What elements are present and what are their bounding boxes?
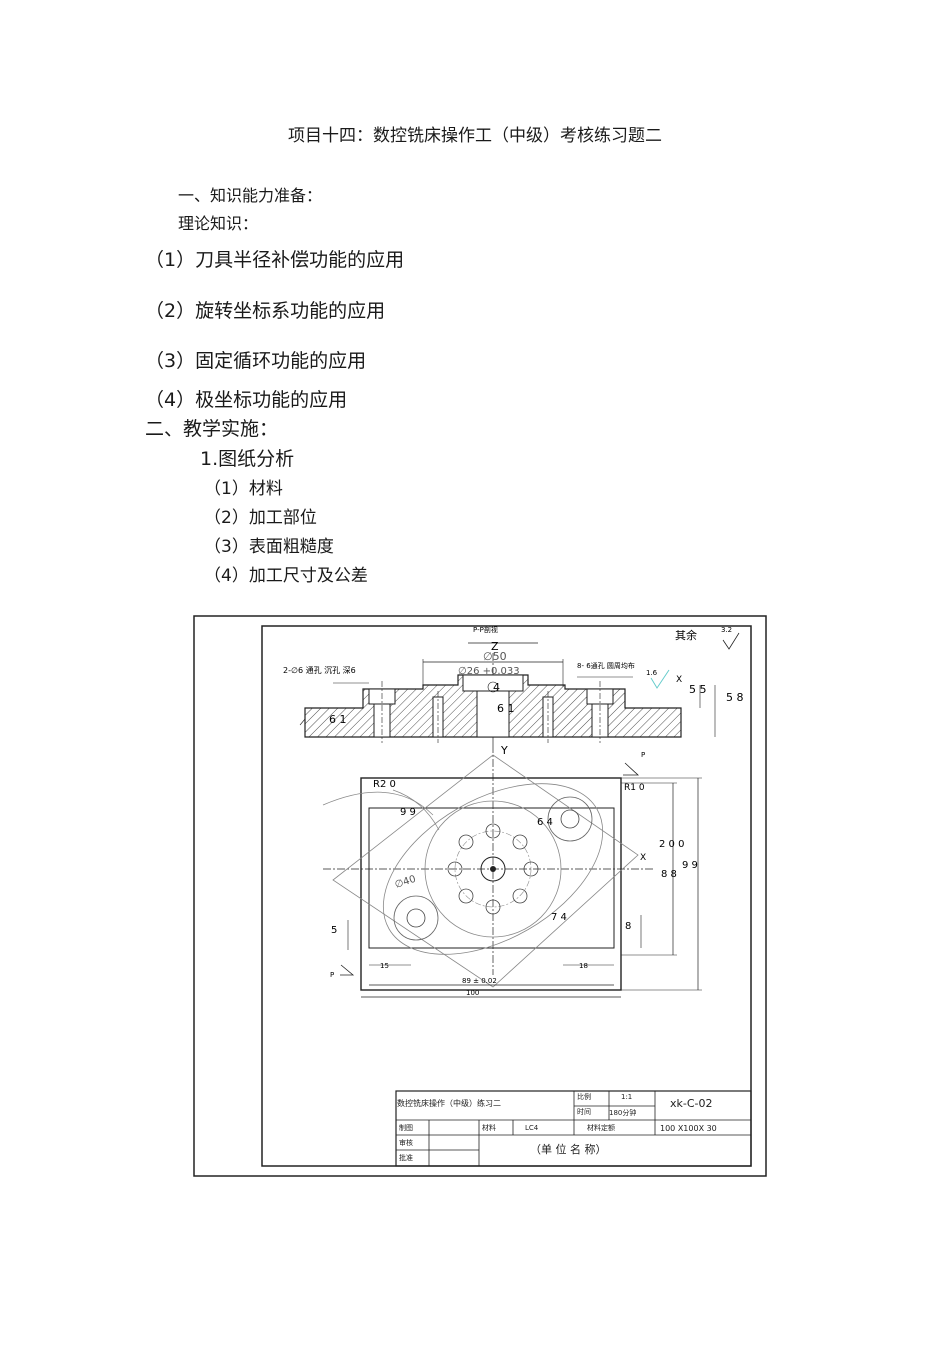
tb-name: 数控铣床操作（中级）练习二 [397,1098,501,1108]
topic-item: （3）固定循环功能的应用 [145,350,367,372]
dim-99: 9 9 [400,807,416,818]
analysis-item: （3）表面粗糙度 [204,537,334,557]
tb-time-label: 时间 [577,1107,591,1116]
hole-note: 8- 6通孔 圆周均布 [577,661,635,670]
analysis-item: （1）材料 [204,479,283,499]
engineering-drawing: P-P剖视 Z ∅50 ∅26 +0.033 4 6 1 2-∅6 通孔 沉孔 … [193,615,767,1177]
roughness-value: 3.2 [721,626,732,634]
tb-time: 180分钟 [609,1108,636,1117]
title-block [395,1090,752,1167]
tb-draw: 制图 [399,1123,413,1132]
section-view-title: P-P剖视 [473,625,498,634]
tb-scale-label: 比例 [577,1092,591,1101]
dim-phi40: ∅40 [394,874,418,891]
dim-61-mid: 6 1 [497,702,515,715]
counterbore-note: 2-∅6 通孔 沉孔 深6 [283,665,356,675]
tb-stock: 100 X100X 30 [660,1124,717,1133]
dim-8: 8 [625,921,631,932]
dim-5: 5 [331,925,337,936]
roughness-local: 1.6 [646,669,658,677]
x-axis-plan: X [640,853,646,863]
dim-100: 100 [466,989,479,997]
tb-approve: 批准 [399,1153,413,1162]
y-axis-label: Y [500,744,508,757]
tb-material: LC4 [525,1124,539,1132]
tb-check: 审核 [399,1138,413,1147]
tb-material-label: 材料 [482,1123,496,1132]
z-axis-label: Z [491,640,499,653]
dim-89-vertical: 8 8 [661,869,677,880]
plan-view: Y X [322,744,702,998]
topic-item: （4）极坐标功能的应用 [145,389,348,411]
subsection-drawing-analysis: 1.图纸分析 [200,448,295,470]
cut-mark-top: P [641,751,645,759]
dim-phi50: ∅50 [483,650,507,663]
tb-unit: （单 位 名 称） [530,1142,607,1156]
dim-55: 5 5 [689,683,707,696]
section-teaching: 二、教学实施： [145,418,279,440]
tb-scale: 1:1 [621,1093,632,1101]
topic-item: （2）旋转坐标系功能的应用 [145,300,386,322]
section-view: P-P剖视 Z ∅50 ∅26 +0.033 4 6 1 2-∅6 通孔 沉孔 … [283,625,744,747]
dim-r10: R1 0 [624,783,645,793]
dim-74: 7 4 [551,912,567,923]
page-title: 项目十四：数控铣床操作工（中级）考核练习题二 [288,126,662,146]
dim-18: 18 [579,962,588,970]
dim-89: 89 ± 0.02 [462,977,497,985]
dim-phi26: ∅26 +0.033 [458,666,520,677]
analysis-item: （4）加工尺寸及公差 [204,566,368,586]
cut-mark-bottom: P [330,971,334,979]
other-roughness-label: 其余 [675,628,697,642]
x-axis-section: X [676,675,682,685]
analysis-item: （2）加工部位 [204,508,317,528]
topic-item: （1）刀具半径补偿功能的应用 [145,249,405,271]
dim-15: 15 [380,962,389,970]
dim-61-left: 6 1 [329,713,347,726]
dim-64: 6 4 [537,817,553,828]
section-knowledge: 一、知识能力准备： [178,186,323,205]
theory-label: 理论知识： [178,214,259,233]
dim-200: 2 0 0 [659,839,684,850]
tb-stock-label: 材料定额 [587,1123,615,1132]
dim-99-vertical: 9 9 [682,860,698,871]
dim-r20: R2 0 [373,779,396,790]
dim-4: 4 [493,681,500,694]
dim-58: 5 8 [726,691,744,704]
tb-code: xk-C-02 [670,1097,713,1110]
sheet-border [193,615,767,1177]
